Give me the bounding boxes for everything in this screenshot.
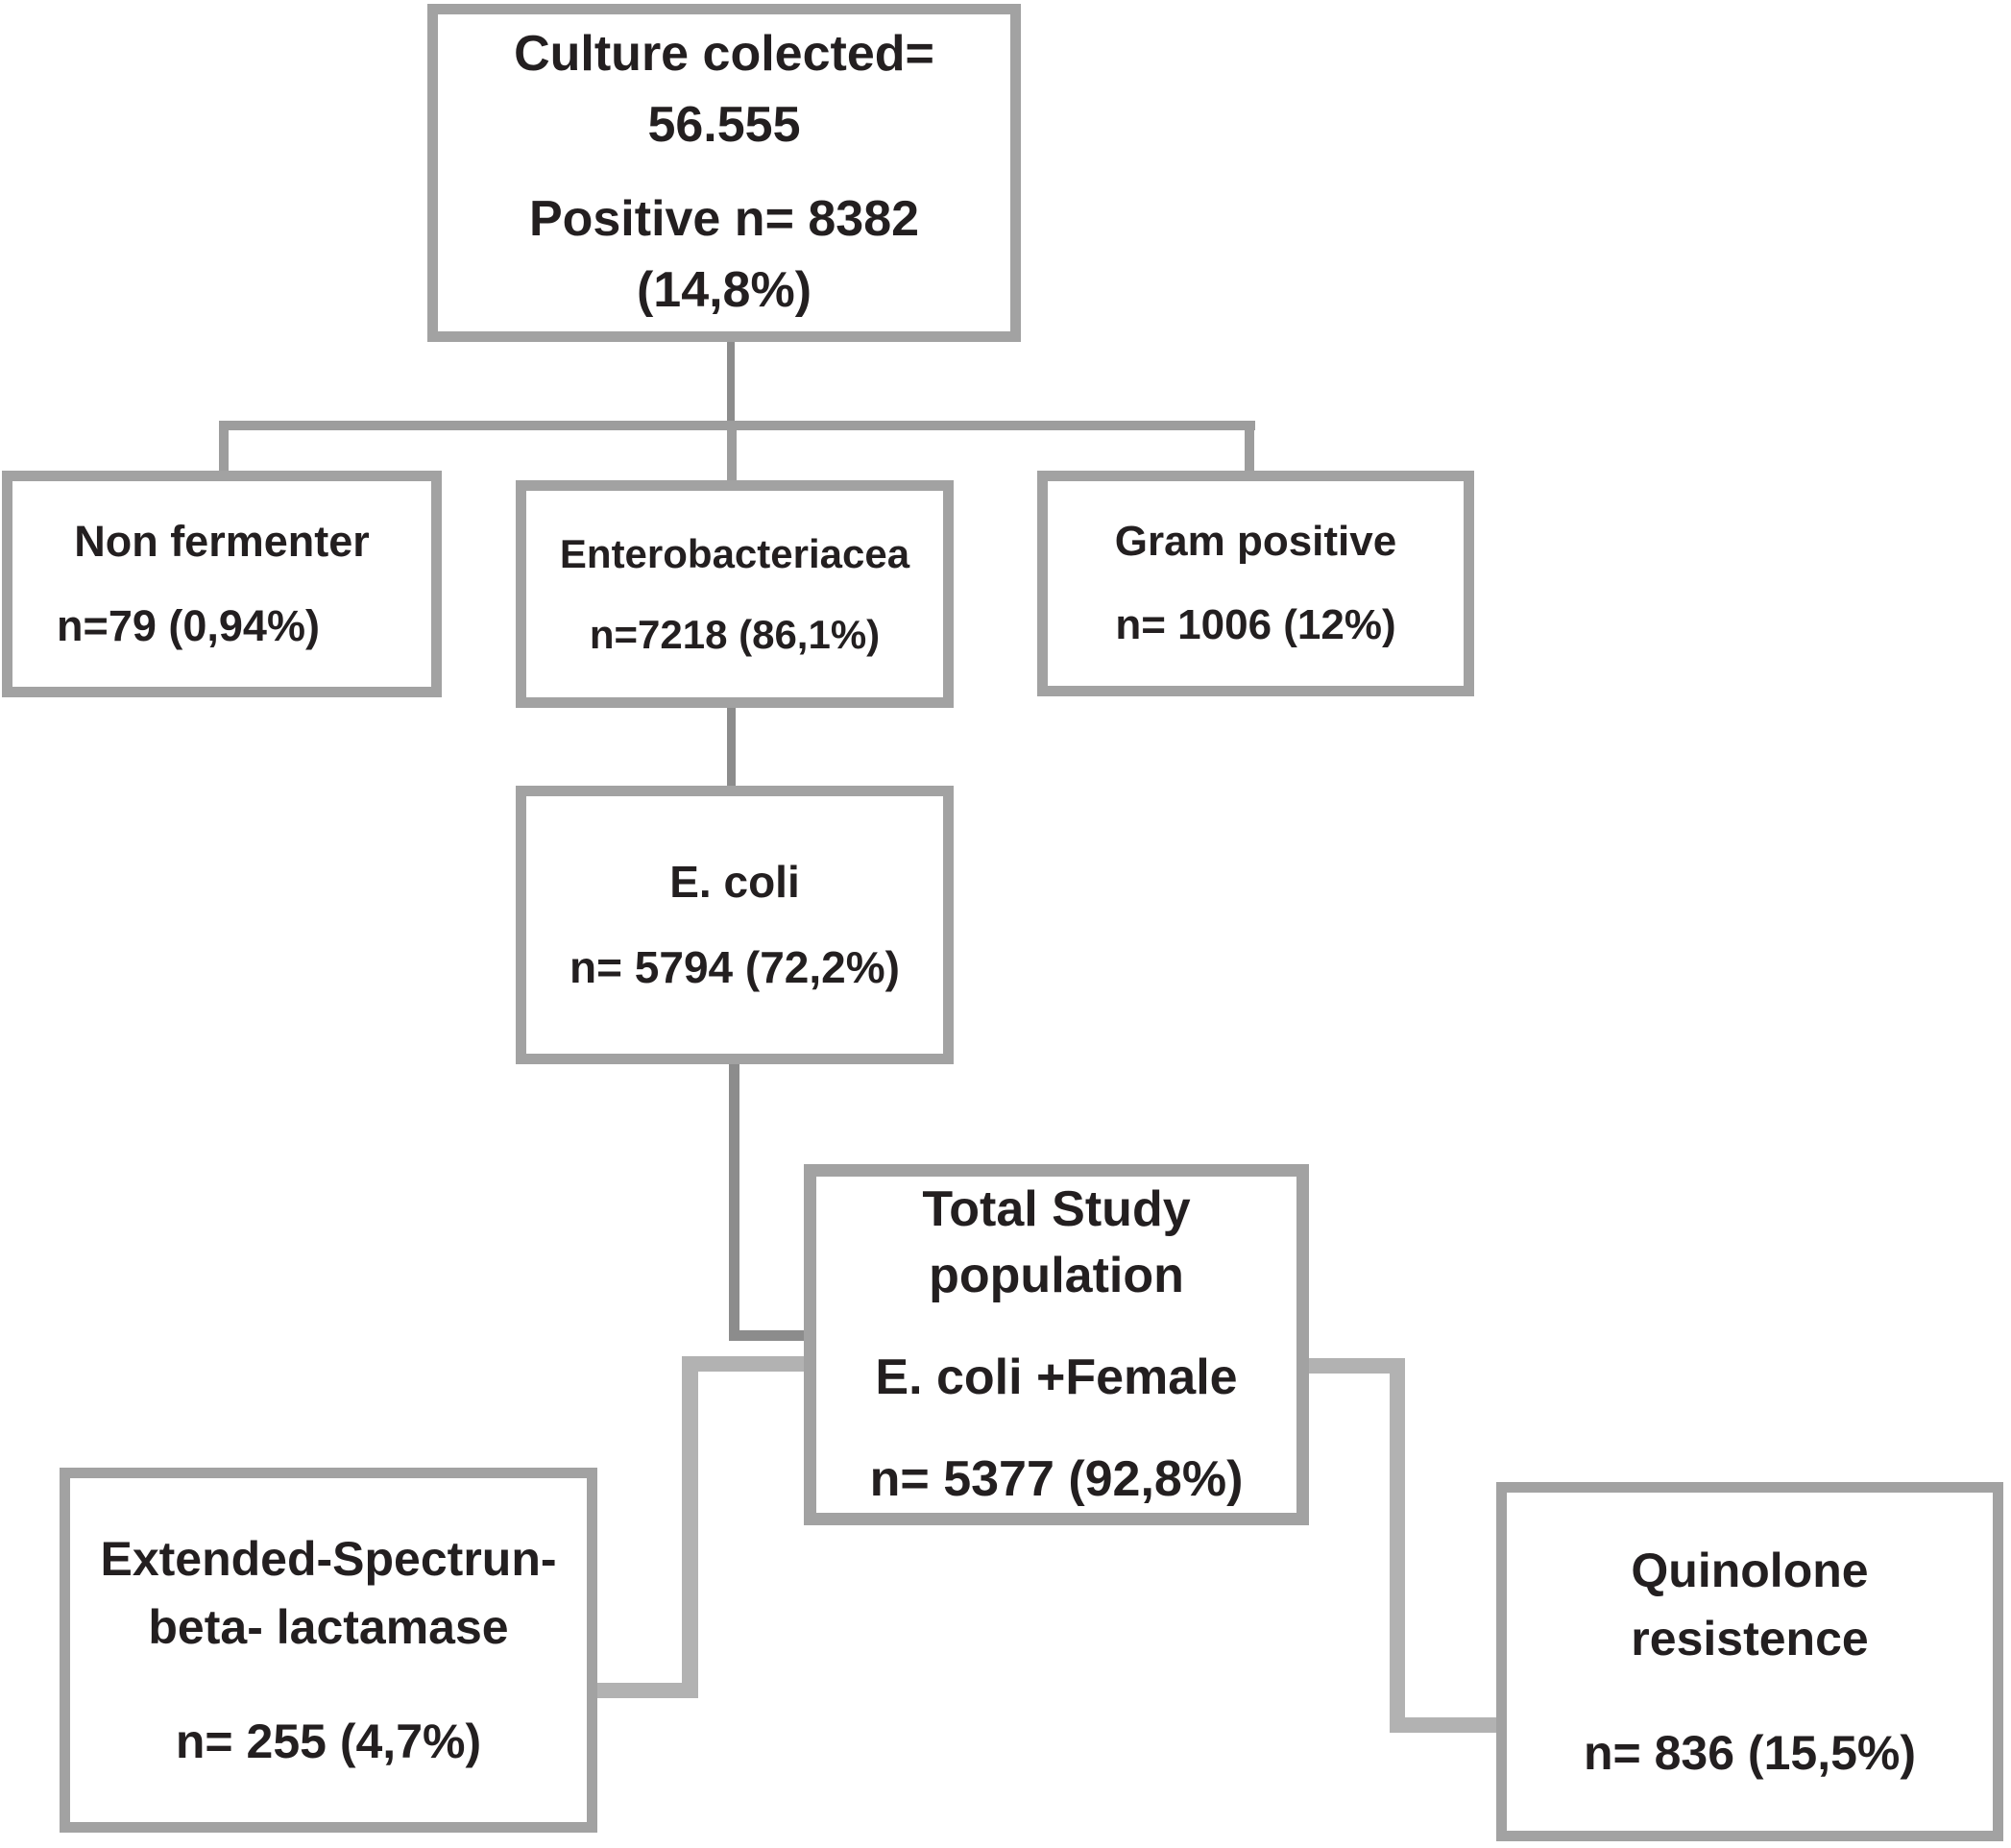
connector-total-to-esbl-vertical [682, 1356, 698, 1698]
node-text-line: Enterobacteriacea [559, 530, 910, 576]
connector-total-to-quinolone-bottom [1390, 1717, 1498, 1733]
node-text-line: Quinolone [1631, 1543, 1869, 1597]
connector-ecoli-to-total [729, 1330, 808, 1341]
node-total-study-population: Total Study population E. coli +Female n… [804, 1164, 1309, 1525]
connector-ecoli-down [729, 1062, 739, 1341]
node-text-line: n= 255 (4,7%) [175, 1714, 482, 1768]
node-text-line: Total Study [922, 1180, 1191, 1237]
node-gram-positive: Gram positive n= 1006 (12%) [1037, 471, 1474, 696]
connector-row-horizontal [219, 421, 1255, 430]
node-text-line: E. coli [669, 856, 800, 907]
connector-total-to-esbl-top [682, 1356, 807, 1372]
node-text-line: n=79 (0,94%) [57, 601, 320, 650]
node-text-line: Gram positive [1114, 518, 1397, 566]
node-text-line: n= 5794 (72,2%) [569, 942, 900, 992]
connector-drop-non-fermenter [219, 423, 229, 474]
node-text-line: resistence [1631, 1611, 1869, 1666]
node-text-line: n= 836 (15,5%) [1583, 1725, 1917, 1780]
node-text-line: Extended-Spectrun- [100, 1531, 557, 1586]
connector-culture-down [727, 342, 735, 426]
connector-total-to-esbl-bottom [595, 1683, 698, 1698]
node-text-line: Non fermenter [74, 517, 370, 567]
node-text-line: 56.555 [647, 97, 801, 154]
node-non-fermenter: Non fermenter n=79 (0,94%) [2, 471, 442, 697]
connector-total-to-quinolone-vertical [1390, 1358, 1405, 1733]
node-text-line: population [929, 1248, 1184, 1304]
node-text-line: Culture colected= [514, 26, 934, 83]
node-text-line: E. coli +Female [875, 1350, 1238, 1405]
connector-drop-gram-positive [1245, 423, 1254, 474]
node-text-line: Positive n= 8382 [528, 191, 920, 247]
node-text-line: beta- lactamase [148, 1599, 509, 1654]
node-text-line: n= 1006 (12%) [1115, 600, 1396, 648]
node-text-line: n= 5377 (92,8%) [869, 1450, 1244, 1507]
node-quinolone-resistance: Quinolone resistence n= 836 (15,5%) [1496, 1482, 2003, 1841]
node-enterobacteriacea: Enterobacteriacea n=7218 (86,1%) [516, 480, 954, 708]
connector-drop-enterobacteriacea [727, 426, 737, 484]
node-e-coli: E. coli n= 5794 (72,2%) [516, 786, 954, 1064]
node-culture-collected: Culture colected= 56.555 Positive n= 838… [427, 4, 1021, 342]
connector-total-to-quinolone-top [1307, 1358, 1405, 1374]
connector-entero-to-ecoli [727, 706, 736, 788]
node-text-line: (14,8%) [636, 261, 812, 318]
node-esbl: Extended-Spectrun- beta- lactamase n= 25… [60, 1468, 597, 1833]
node-text-line: n=7218 (86,1%) [589, 611, 881, 657]
